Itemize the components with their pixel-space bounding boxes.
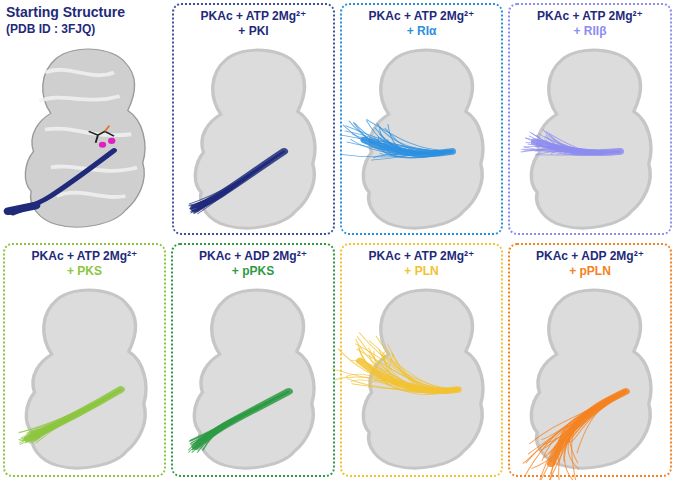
ligand-name: + PKI xyxy=(174,24,333,39)
panel-box: PKAc + ATP 2Mg²⁺+ PKI xyxy=(172,3,335,235)
ligand-name: + PLN xyxy=(342,264,501,279)
ligand-name: + PKS xyxy=(5,264,164,279)
trajectory-bundle xyxy=(332,333,460,395)
complex-title: PKAc + ADP 2Mg²⁺ xyxy=(173,249,333,264)
trajectory-bundle xyxy=(189,151,285,214)
complex-title: PKAc + ADP 2Mg²⁺ xyxy=(510,249,670,264)
trajectory-bundle xyxy=(521,129,621,155)
panel-box: PKAc + ATP 2Mg²⁺+ PKS xyxy=(3,243,166,477)
panel-box: PKAc + ADP 2Mg²⁺+ pPKS xyxy=(171,243,335,477)
trajectory-bundle xyxy=(340,119,454,160)
trajectory-bundle xyxy=(19,389,122,445)
panel-box: PKAc + ADP 2Mg²⁺+ pPLN xyxy=(508,243,672,477)
panel-label: (PDB ID : 3FJQ) xyxy=(6,22,95,36)
ligand-name: + pPLN xyxy=(510,264,670,279)
complex-title: PKAc + ATP 2Mg²⁺ xyxy=(174,9,333,24)
ligand-name: + RIα xyxy=(342,24,501,39)
protein-surface xyxy=(194,290,314,468)
ligand-name: + RIIβ xyxy=(510,24,670,39)
protein-surface xyxy=(26,290,146,468)
panel-box: PKAc + ATP 2Mg²⁺+ RIα xyxy=(340,3,503,235)
panel-box: PKAc + ATP 2Mg²⁺+ PLN xyxy=(340,243,503,477)
complex-title: PKAc + ATP 2Mg²⁺ xyxy=(5,249,164,264)
panel-box: PKAc + ATP 2Mg²⁺+ RIIβ xyxy=(508,3,672,235)
starting-structure xyxy=(8,49,145,227)
ligand-name: + pPKS xyxy=(173,264,333,279)
protein-surface xyxy=(531,50,651,228)
complex-title: PKAc + ATP 2Mg²⁺ xyxy=(342,9,501,24)
trajectory-bundle xyxy=(188,391,289,453)
panel-label: Starting Structure xyxy=(6,4,125,20)
complex-title: PKAc + ATP 2Mg²⁺ xyxy=(342,249,501,264)
complex-title: PKAc + ATP 2Mg²⁺ xyxy=(510,9,670,24)
trajectory-bundle xyxy=(523,390,627,480)
